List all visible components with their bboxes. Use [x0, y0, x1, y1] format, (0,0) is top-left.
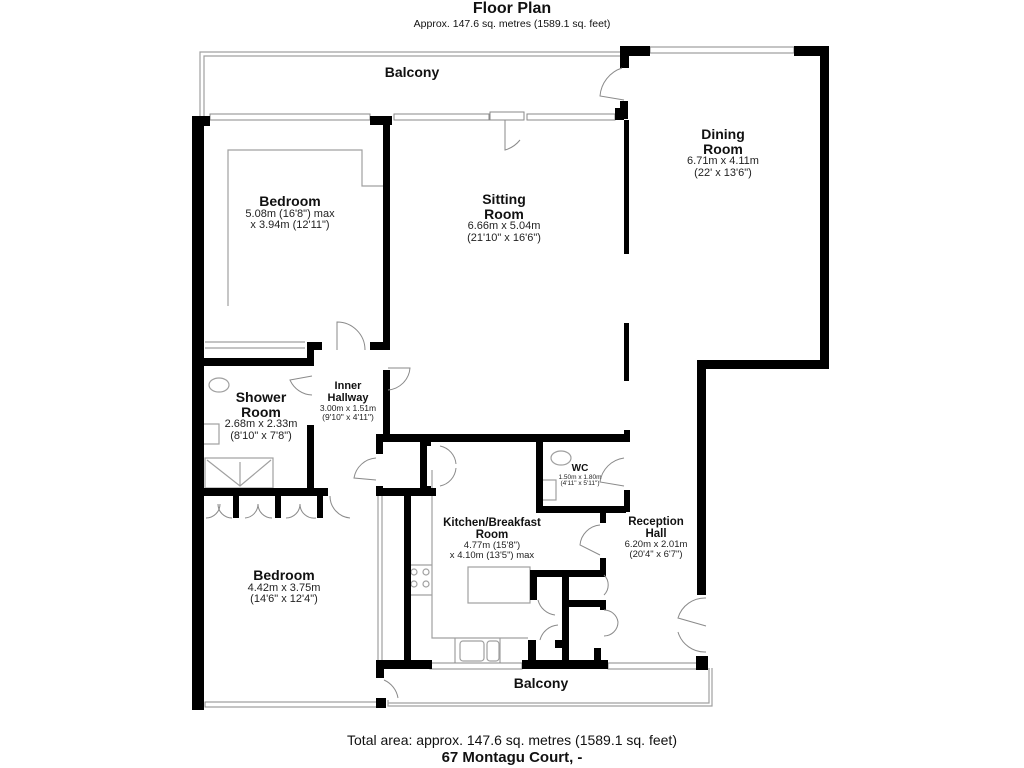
room-name: Dining	[701, 126, 745, 142]
room-name: Hallway	[327, 391, 369, 404]
title-area: Approx. 147.6 sq. metres (1589.1 sq. fee…	[413, 18, 611, 30]
room-dim: (20'4" x 6'7")	[629, 549, 683, 561]
room-name: Hall	[645, 528, 667, 541]
room-dim: 4.42m x 3.75m	[247, 581, 321, 594]
room-shower-room: Shower Room 2.68m x 2.33m (8'10" x 7'8")	[225, 390, 298, 442]
room-dim: (4'11" x 5'11")	[560, 480, 600, 488]
room-dim: 4.77m (15'8")	[463, 540, 521, 552]
room-dim: 6.20m x 2.01m	[624, 539, 688, 551]
floor-plan-footer: Total area: approx. 147.6 sq. metres (15…	[347, 732, 677, 767]
room-name: Room	[241, 403, 281, 420]
room-name: Reception	[628, 516, 684, 528]
room-dim: 2.68m x 2.33m	[224, 418, 298, 431]
room-name: Bedroom	[253, 567, 315, 583]
room-reception-hall: Reception Hall 6.20m x 2.01m (20'4" x 6'…	[625, 516, 688, 560]
room-dim: 6.66m x 5.04m	[467, 220, 541, 233]
room-bedroom-1: Bedroom 5.08m (16'8") max x 3.94m (12'11…	[245, 194, 334, 232]
room-dim: (9'10" x 4'11")	[322, 412, 374, 423]
floor-plan-title: Floor Plan Approx. 147.6 sq. metres (158…	[414, 0, 611, 30]
room-sitting-room: Sitting Room 6.66m x 5.04m (21'10" x 16'…	[467, 192, 541, 244]
title-text: Floor Plan	[472, 0, 552, 17]
room-dim: 3.00m x 1.51m	[319, 403, 377, 414]
room-name: Room	[484, 205, 524, 222]
room-inner-hallway: Inner Hallway 3.00m x 1.51m (9'10" x 4'1…	[319, 380, 377, 423]
room-name: WC	[571, 463, 589, 474]
room-dim: (21'10" x 16'6")	[467, 231, 541, 244]
total-area: Total area: approx. 147.6 sq. metres (15…	[347, 732, 677, 748]
room-name: Inner	[334, 380, 362, 392]
room-dim: (8'10" x 7'8")	[230, 429, 292, 442]
room-dim: 1.50m x 1.80m	[558, 473, 602, 481]
room-name: Bedroom	[259, 193, 321, 209]
balcony-top-label: Balcony	[384, 64, 440, 80]
room-name: Kitchen/Breakfast	[443, 517, 541, 529]
room-dim: 6.71m x 4.11m	[687, 155, 759, 168]
balcony-bottom-label: Balcony	[513, 675, 569, 691]
property-address: 67 Montagu Court, -	[441, 749, 583, 766]
room-dim: x 4.10m (13'5") max	[449, 550, 535, 562]
walls	[192, 46, 829, 710]
room-dining-room: Dining Room 6.71m x 4.11m (22' x 13'6")	[687, 127, 759, 179]
room-name: Room	[703, 140, 743, 157]
room-name: Shower	[235, 389, 287, 405]
room-dim: (22' x 13'6")	[694, 166, 752, 179]
door-dining-balcony	[599, 67, 625, 101]
balcony-top-outline	[199, 51, 622, 116]
room-name: Room	[475, 529, 509, 542]
room-kitchen-breakfast: Kitchen/Breakfast Room 4.77m (15'8") x 4…	[443, 517, 541, 561]
room-wc: WC 1.50m x 1.80m (4'11" x 5'11")	[558, 463, 602, 488]
room-dim: 5.08m (16'8") max	[245, 207, 335, 220]
room-dim: (14'6" x 12'4")	[250, 593, 318, 606]
room-bedroom-2: Bedroom 4.42m x 3.75m (14'6" x 12'4")	[248, 568, 321, 606]
room-dim: x 3.94m (12'11")	[250, 219, 330, 232]
room-name: Sitting	[482, 191, 526, 207]
